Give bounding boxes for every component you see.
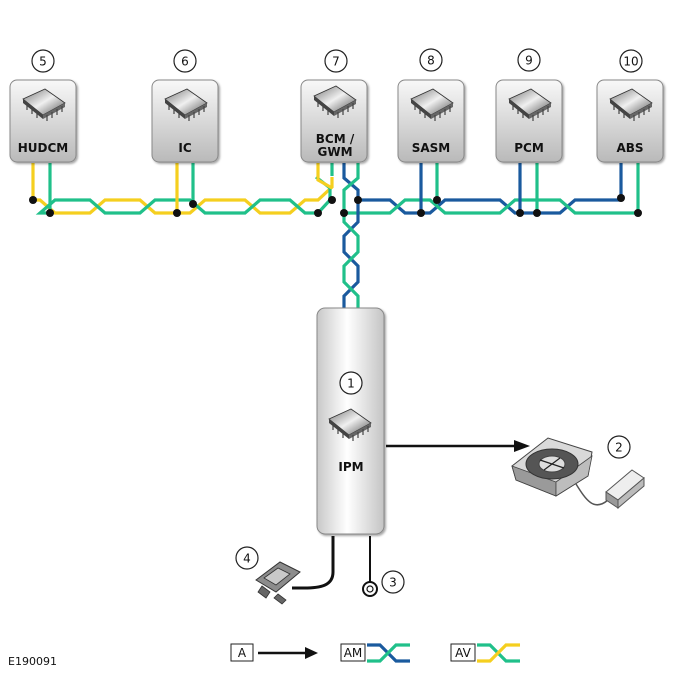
module-pcm[interactable]: PCM 9 bbox=[495, 48, 563, 163]
callout-number: 4 bbox=[243, 552, 251, 566]
right-bus-green bbox=[344, 198, 638, 215]
bus-wiring bbox=[31, 163, 640, 310]
ipm-to-fan-arrow bbox=[386, 440, 530, 452]
bcm-drop-yellow bbox=[316, 163, 333, 190]
cooling-fan[interactable]: 2 bbox=[511, 435, 645, 510]
bcm-drop-green2 bbox=[342, 163, 360, 213]
module-abs[interactable]: ABS 10 bbox=[596, 49, 664, 163]
module-label: ABS bbox=[616, 141, 643, 155]
module-label-line1: BCM / bbox=[316, 132, 355, 146]
module-label: SASM bbox=[412, 141, 451, 155]
callout-number: 2 bbox=[615, 441, 623, 455]
trunk-green bbox=[342, 213, 360, 310]
fuse[interactable]: 4 bbox=[235, 546, 301, 605]
module-ipm[interactable]: 1 IPM bbox=[316, 307, 385, 535]
legend: A AM AV bbox=[230, 643, 520, 663]
junction-dots bbox=[29, 194, 642, 217]
module-label: HUDCM bbox=[18, 141, 69, 155]
callout-number: 6 bbox=[181, 55, 189, 69]
fan-connector bbox=[605, 469, 645, 510]
legend-item-a: A bbox=[230, 643, 318, 662]
ground-point[interactable]: 3 bbox=[362, 536, 405, 597]
module-bcm-gwm[interactable]: BCM / GWM 7 bbox=[300, 49, 368, 163]
callout-number: 1 bbox=[347, 377, 355, 391]
left-bus-yellow bbox=[33, 177, 334, 215]
legend-item-am: AM bbox=[340, 643, 410, 663]
fuse-wire bbox=[292, 536, 335, 590]
callout-number: 5 bbox=[39, 55, 47, 69]
callout-number: 3 bbox=[389, 576, 397, 590]
module-hudcm[interactable]: HUDCM 5 bbox=[9, 49, 77, 163]
legend-code: A bbox=[238, 646, 247, 660]
module-sasm[interactable]: SASM 8 bbox=[397, 48, 465, 163]
legend-item-av: AV bbox=[450, 643, 520, 663]
module-label-line2: GWM bbox=[317, 145, 352, 159]
callout-number: 8 bbox=[427, 54, 435, 68]
figure-reference: E190091 bbox=[8, 655, 57, 668]
legend-code: AM bbox=[344, 646, 363, 660]
module-label: IC bbox=[178, 141, 191, 155]
left-bus-green bbox=[35, 175, 332, 215]
callout-number: 7 bbox=[332, 55, 340, 69]
module-ic[interactable]: IC 6 bbox=[151, 49, 219, 163]
callout-number: 9 bbox=[525, 54, 533, 68]
module-label: IPM bbox=[338, 460, 363, 474]
callout-number: 10 bbox=[623, 55, 638, 69]
legend-code: AV bbox=[455, 646, 471, 660]
module-label: PCM bbox=[514, 141, 544, 155]
